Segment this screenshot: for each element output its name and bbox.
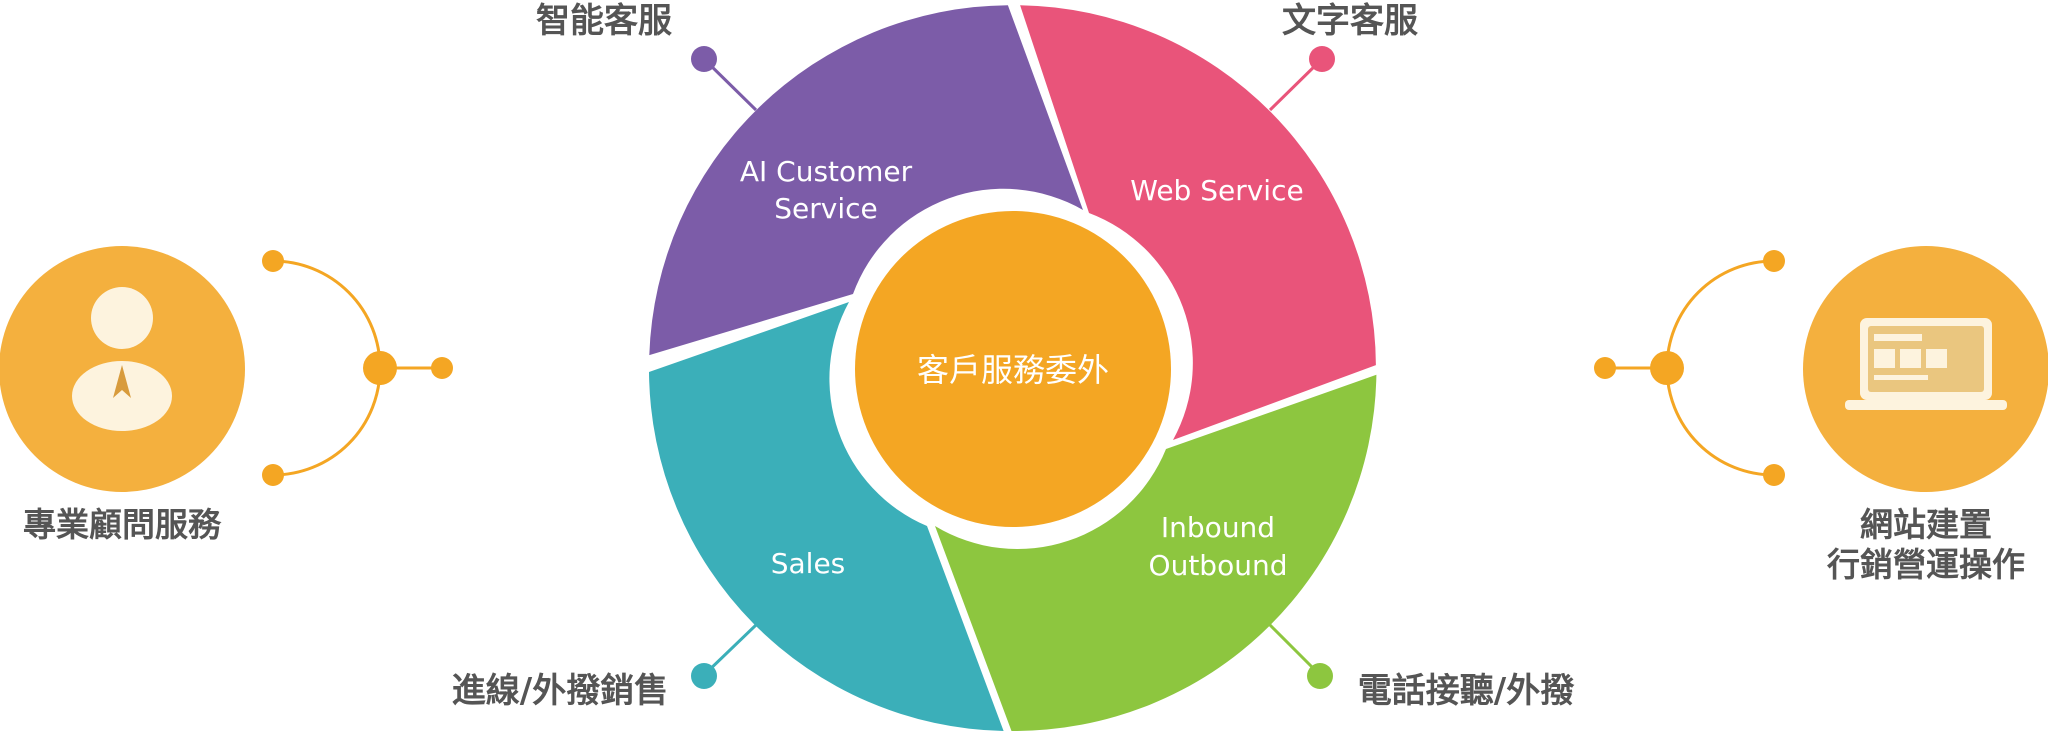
segment-inbound-label-line1: Inbound (1161, 511, 1275, 544)
right-connector (1605, 259, 1775, 477)
callout-ai-label: 智能客服 (536, 1, 672, 41)
left-connector-hub (363, 351, 397, 385)
right-connector-dot-bottom (1763, 464, 1785, 486)
callout-ai-dot (691, 46, 717, 72)
callout-web-dot (1309, 46, 1335, 72)
left-connector-dot-end (431, 357, 453, 379)
callout-inbound-label: 電話接聽/外撥 (1358, 671, 1575, 711)
callout-inbound (1268, 623, 1333, 689)
left-connector-dot-bottom (262, 464, 284, 486)
callout-sales-dot (691, 663, 717, 689)
right-node-label-line2: 行銷營運操作 (1826, 545, 2025, 584)
segment-inbound (935, 374, 1377, 731)
segment-web-label: Web Service (1130, 174, 1303, 207)
callout-sales (691, 623, 758, 689)
segment-ai-label-line2: Service (774, 192, 877, 225)
segment-ai (649, 5, 1083, 356)
segment-sales-label: Sales (771, 547, 846, 580)
callout-ai (691, 46, 758, 112)
left-connector (272, 259, 442, 477)
callout-inbound-dot (1307, 663, 1333, 689)
left-node: 專業顧問服務 (0, 246, 453, 544)
left-connector-dot-top (262, 250, 284, 272)
ring (649, 5, 1377, 731)
callout-web (1268, 46, 1335, 112)
right-node-label-line1: 網站建置 (1860, 505, 1992, 544)
segment-inbound-label-line2: Outbound (1149, 549, 1288, 582)
callout-sales-label: 進線/外撥銷售 (452, 671, 668, 711)
segment-web (1020, 5, 1376, 440)
right-connector-dot-end (1594, 357, 1616, 379)
laptop-icon (1845, 318, 2007, 410)
right-node: 網站建置 行銷營運操作 (1594, 246, 2048, 584)
left-node-label: 專業顧問服務 (23, 505, 222, 544)
consultant-person-icon (72, 287, 172, 431)
center-label: 客戶服務委外 (917, 351, 1109, 389)
right-connector-hub (1650, 351, 1684, 385)
right-connector-dot-top (1763, 250, 1785, 272)
segment-ai-label-line1: AI Customer (740, 155, 913, 188)
callout-web-label: 文字客服 (1282, 1, 1418, 41)
center-circle-fill (855, 211, 1171, 527)
segment-sales (649, 302, 1004, 731)
